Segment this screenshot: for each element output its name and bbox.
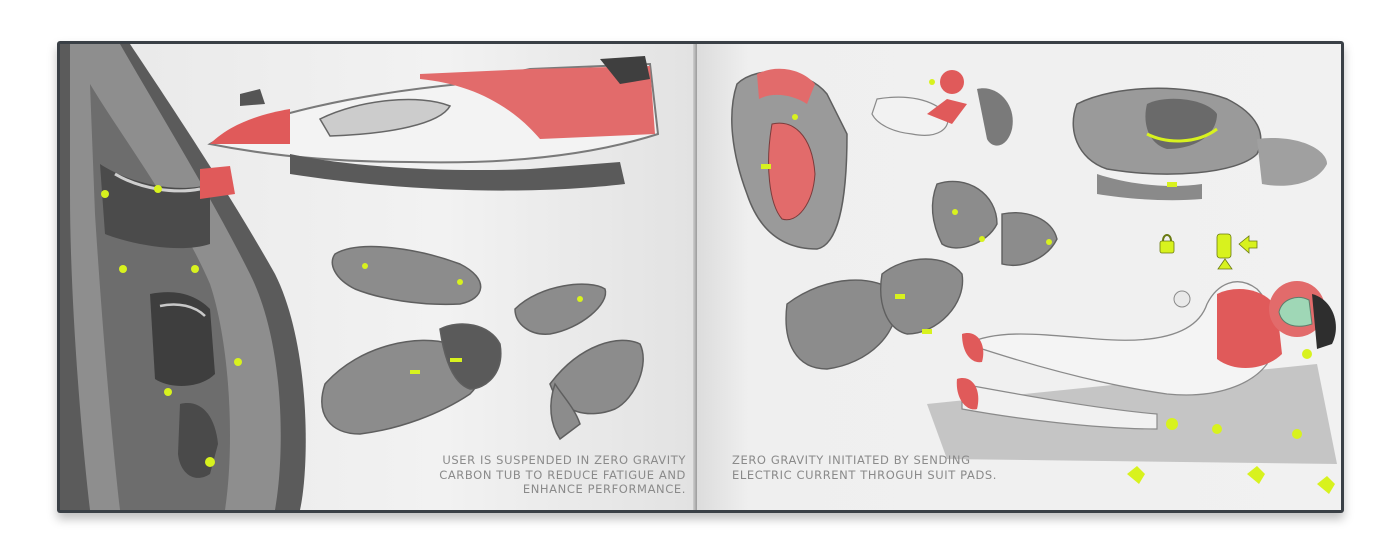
right-page-caption: ZERO GRAVITY INITIATED BY SENDING ELECTR… [732, 453, 998, 482]
reclined-driver-sketch [927, 281, 1337, 494]
left-page-sketches [60, 44, 660, 510]
race-car-sketch [200, 56, 660, 199]
seat-parts-sketches [321, 245, 644, 441]
helmet-pod-sketch [731, 68, 848, 250]
seat-parts-highlights [362, 263, 583, 374]
zero-gravity-icons [1159, 233, 1258, 270]
carbon-tub-sketch [60, 44, 306, 510]
seat-top-right-sketch [1072, 87, 1327, 201]
right-page: ZERO GRAVITY INITIATED BY SENDING ELECTR… [697, 44, 1341, 510]
left-page: USER IS SUSPENDED IN ZERO GRAVITY CARBON… [60, 44, 697, 510]
left-page-caption: USER IS SUSPENDED IN ZERO GRAVITY CARBON… [439, 453, 686, 496]
sketchbook-spread: USER IS SUSPENDED IN ZERO GRAVITY CARBON… [57, 41, 1344, 513]
right-page-sketches [731, 68, 1337, 494]
bracket-highlights [895, 209, 1052, 334]
driver-small-sketch [871, 70, 1013, 146]
bracket-sketches [785, 180, 1058, 370]
